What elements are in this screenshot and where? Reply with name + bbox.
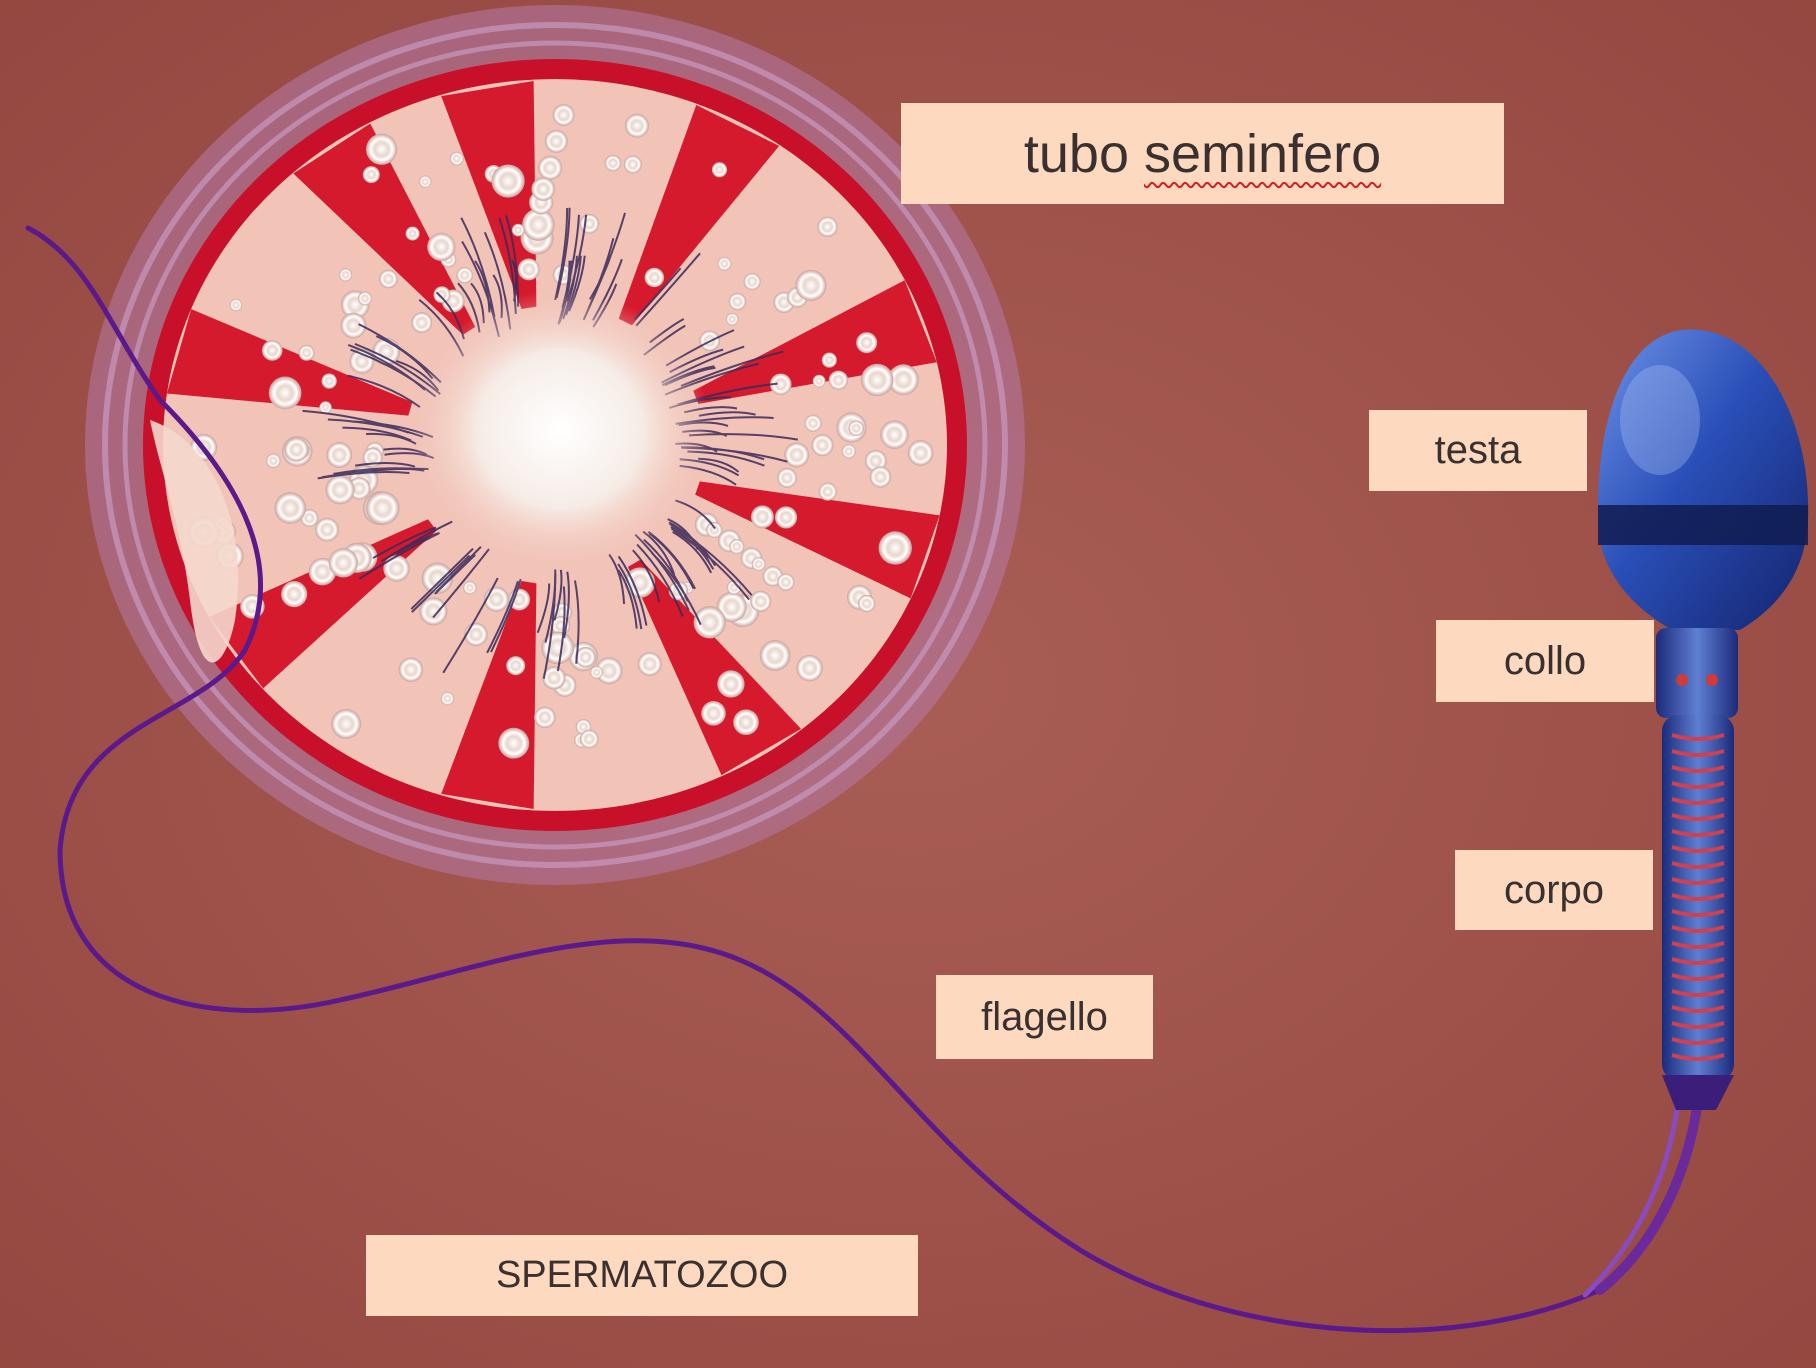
label-tubo-seminifero: tubo seminfero — [901, 103, 1504, 204]
label-seminfero-word: seminfero — [1144, 123, 1381, 185]
label-tubo-word: tubo — [1024, 123, 1129, 185]
seminiferous-tubule-illustration — [85, 5, 1025, 885]
label-testa: testa — [1369, 410, 1587, 491]
label-corpo: corpo — [1455, 850, 1653, 930]
label-flagello: flagello — [936, 975, 1153, 1059]
label-collo: collo — [1436, 620, 1654, 702]
label-spermatozoo: SPERMATOZOO — [366, 1235, 918, 1316]
